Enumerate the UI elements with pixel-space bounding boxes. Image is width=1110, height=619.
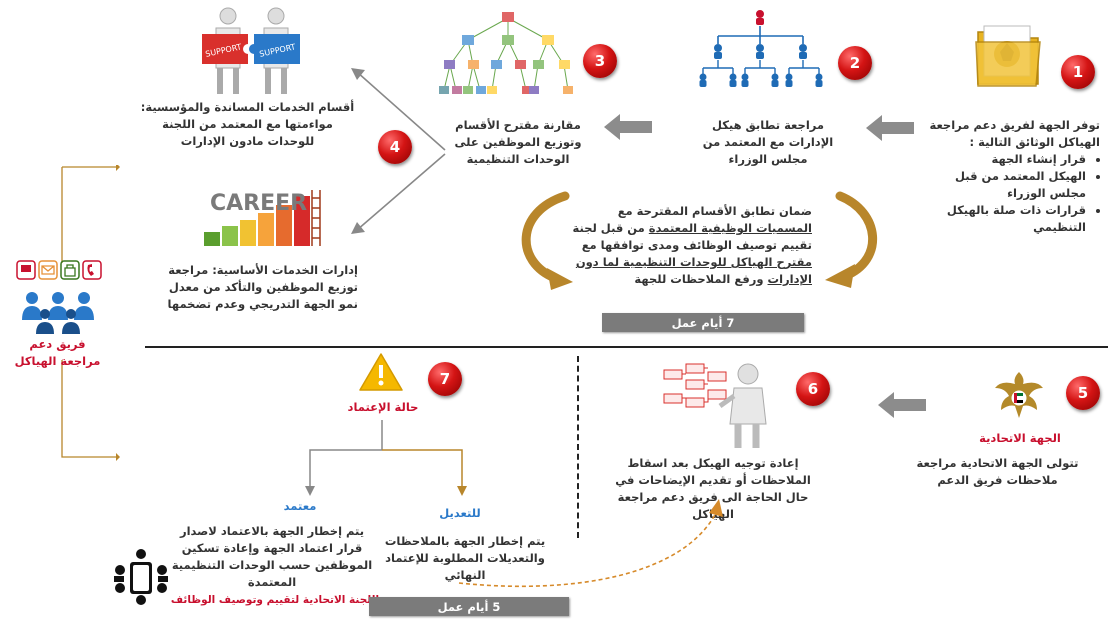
step-1-text: توفر الجهة لفريق دعم مراجعة الهياكل الوث…	[920, 117, 1100, 236]
vertical-dashed-divider	[577, 356, 579, 538]
step-1-bullets: قرار إنشاء الجهة الهيكل المعتمد من قبل م…	[920, 151, 1100, 236]
arrow-left-icon	[604, 114, 652, 144]
step-6-badge: 6	[796, 372, 830, 406]
center-note-part: من قبل لجنة تقييم توصيف الوظائف ومدى توا…	[572, 221, 812, 252]
step-4-core-text: إدارات الخدمات الأساسية: مراجعة توزيع ال…	[167, 263, 358, 311]
meeting-table-icon	[112, 548, 170, 606]
team-people-icon	[18, 290, 98, 334]
contact-icons	[15, 260, 105, 282]
amend-text: يتم إخطار الجهة بالملاحظات والتعديلات ال…	[384, 534, 546, 582]
center-note-part: ضمان تطابق الأقسام المقترحة مع	[617, 204, 812, 218]
step-5-badge: 5	[1066, 376, 1100, 410]
step-7-badge: 7	[428, 362, 462, 396]
career-growth-icon: CAREER	[200, 180, 325, 250]
dashed-return-arrow	[455, 495, 735, 595]
warning-icon	[358, 352, 404, 392]
bracket-lines	[50, 163, 120, 465]
center-note-part: مقترح الهياكل للوحدات التنظيمية لما دون …	[575, 255, 812, 286]
step-1-intro: توفر الجهة لفريق دعم مراجعة الهياكل الوث…	[929, 118, 1100, 149]
folder-emblem-icon	[972, 18, 1044, 90]
team-label-line: فريق دعم	[29, 337, 86, 351]
cycle-arrows-icon	[505, 182, 885, 292]
network-diagram-icon	[438, 10, 578, 100]
support-puzzle-icon: SUPPORT SUPPORT	[196, 6, 308, 98]
step-4-badge: 4	[378, 130, 412, 164]
center-note-part: ورفع الملاحظات للجهة	[634, 272, 764, 286]
approved-text: يتم إخطار الجهة بالاعتماد لاصدار قرار اع…	[171, 524, 373, 589]
step-1-bullet: الهيكل المعتمد من قبل مجلس الوزراء	[920, 168, 1086, 202]
presenter-flowchart-icon	[660, 360, 775, 450]
decision-branch-lines	[300, 420, 475, 500]
team-label: فريق دعم مراجعة الهياكل	[5, 336, 110, 370]
step-1-bullet: قرارات ذات صلة بالهيكل التنظيمي	[920, 202, 1086, 236]
step-1-badge: 1	[1061, 55, 1095, 89]
arrow-left-icon	[866, 115, 914, 145]
step-3-text: مقارنة مقترح الأقسام وتوزيع الموظفين على…	[454, 118, 582, 166]
approved-title: معتمد	[283, 499, 317, 513]
duration-bar-top: 7 أيام عمل	[602, 313, 804, 332]
step-1-bullet: قرار إنشاء الجهة	[920, 151, 1086, 168]
uae-emblem-icon	[993, 368, 1045, 422]
branch-arrows-icon	[345, 62, 455, 242]
step-6-text: إعادة توجيه الهيكل بعد اسقاط الملاحظات أ…	[615, 456, 811, 521]
step-7-title: حالة الإعتماد	[347, 400, 419, 414]
step-3-badge: 3	[583, 44, 617, 78]
section-divider	[145, 346, 1108, 348]
step-4-support-text: أقسام الخدمات المساندة والمؤسسية: مواءمت…	[140, 100, 355, 148]
arrow-left-icon	[878, 392, 926, 422]
center-note-part: المسميات الوظيفية المعتمدة	[648, 221, 812, 235]
center-note: ضمان تطابق الأقسام المقترحة مع المسميات …	[572, 203, 812, 288]
step-2-badge: 2	[838, 46, 872, 80]
committee-label: اللجنة الاتحادية لتقييم وتوصيف الوظائف	[170, 594, 380, 606]
step-5-title: الجهة الاتحادية	[979, 431, 1061, 445]
amend-title: للتعديل	[439, 506, 481, 520]
org-chart-icon	[693, 8, 828, 90]
team-label-line: مراجعة الهياكل	[14, 354, 101, 368]
step-5-text: تتولى الجهة الاتحادية مراجعة ملاحظات فري…	[916, 456, 1079, 487]
duration-bar-bottom: 5 أيام عمل	[369, 597, 569, 616]
step-2-text: مراجعة تطابق هيكل الإدارات مع المعتمد من…	[702, 118, 834, 166]
career-word: CAREER	[210, 191, 307, 216]
